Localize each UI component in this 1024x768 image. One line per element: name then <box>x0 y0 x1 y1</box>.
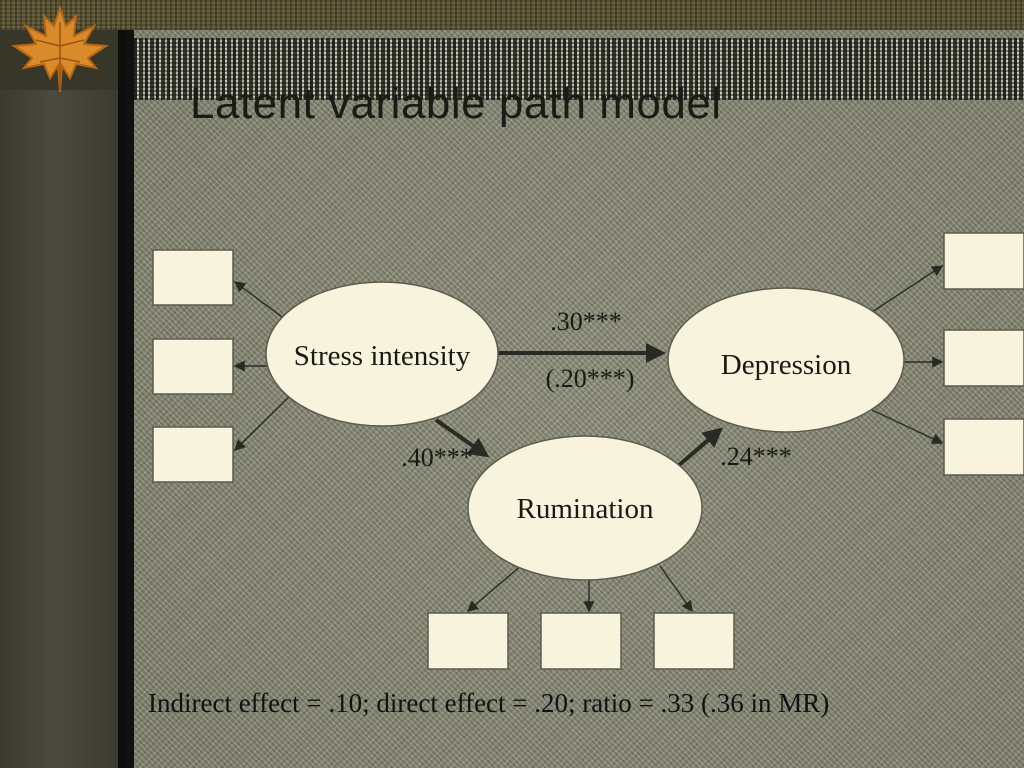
depression-indicator-box <box>943 329 1024 387</box>
depression-indicator-arrow <box>871 265 944 313</box>
depression-label: Depression <box>721 349 852 381</box>
stress-to-rumination-arrow <box>434 418 490 458</box>
stress-indicator-box <box>152 249 234 306</box>
rumination-label: Rumination <box>517 493 654 525</box>
maple-leaf-icon <box>11 4 109 93</box>
rumination-to-depression-arrow <box>676 427 724 468</box>
stress-indicator-box <box>152 426 234 483</box>
stress-rumination-coefficient: .40*** <box>401 443 473 472</box>
rumination-indicator-arrow <box>466 563 524 612</box>
stress-indicator-box <box>152 338 234 395</box>
slide-title: Latent variable path model <box>190 79 722 128</box>
stress-depression-direct-coefficient: (.20***) <box>546 364 635 393</box>
rumination-indicator-box <box>540 612 622 670</box>
stress-depression-coefficient: .30*** <box>550 307 622 336</box>
rumination-node <box>467 435 703 581</box>
rumination-indicator-arrow <box>659 565 693 613</box>
depression-indicator-box <box>943 418 1024 476</box>
stress-intensity-label: Stress intensity <box>294 340 471 372</box>
stress-indicator-arrow <box>233 281 290 323</box>
effect-summary-text: Indirect effect = .10; direct effect = .… <box>148 688 830 718</box>
top-border-band <box>0 0 1024 30</box>
rumination-indicator-box <box>653 612 735 670</box>
title-decorative-band <box>134 38 1024 100</box>
stress-indicator-arrow <box>234 395 291 451</box>
rumination-depression-coefficient: .24*** <box>720 442 792 471</box>
stress-intensity-node <box>265 281 499 427</box>
rumination-indicator-box <box>427 612 509 670</box>
depression-indicator-box <box>943 232 1024 290</box>
depression-indicator-arrow <box>871 409 944 444</box>
left-sidebar-bar <box>0 30 118 768</box>
depression-node <box>667 287 905 433</box>
